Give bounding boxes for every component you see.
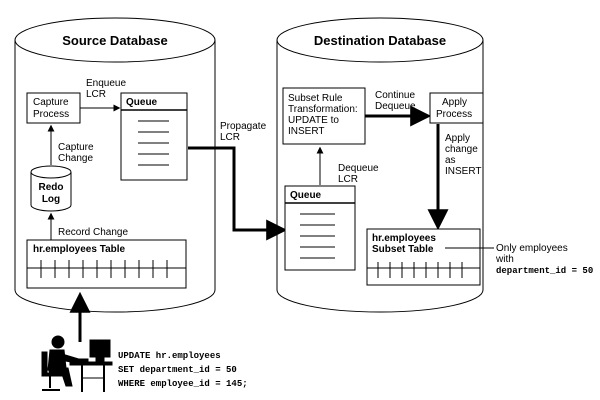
svg-text:Process: Process	[436, 109, 472, 120]
svg-text:with: with	[495, 254, 514, 265]
enqueue-label: Enqueue	[86, 78, 126, 89]
subset-rule-box: Subset Rule Transformation: UPDATE to IN…	[282, 87, 366, 145]
svg-text:Capture: Capture	[33, 97, 69, 108]
sql-line-3: WHERE employee_id = 145;	[118, 379, 248, 389]
svg-text:Log: Log	[42, 194, 60, 205]
annotation-text: Only employees	[496, 243, 568, 254]
source-database-title: Source Database	[62, 33, 168, 48]
propagate-label: Propagate	[220, 121, 267, 132]
svg-text:Dequeue: Dequeue	[375, 101, 416, 112]
svg-text:Redo: Redo	[39, 182, 64, 193]
svg-text:Change: Change	[58, 153, 93, 164]
svg-text:INSERT: INSERT	[445, 166, 482, 177]
svg-text:Subset Rule: Subset Rule	[288, 93, 343, 104]
record-change-label: Record Change	[58, 227, 128, 238]
dequeue-label: Dequeue	[338, 163, 379, 174]
sql-line-1: UPDATE hr.employees	[118, 351, 221, 361]
svg-text:LCR: LCR	[86, 89, 106, 100]
svg-text:hr.employees Table: hr.employees Table	[33, 244, 126, 255]
svg-text:Transformation:: Transformation:	[288, 104, 358, 115]
apply-change-label: Apply	[445, 133, 470, 144]
svg-text:as: as	[445, 155, 456, 166]
user-at-computer-icon	[41, 335, 113, 392]
svg-text:UPDATE to: UPDATE to	[288, 115, 339, 126]
svg-text:change: change	[445, 144, 478, 155]
svg-text:Queue: Queue	[290, 190, 322, 201]
destination-database-title: Destination Database	[314, 33, 446, 48]
capture-change-label: Capture	[58, 142, 94, 153]
destination-queue: Queue	[284, 185, 356, 271]
svg-text:LCR: LCR	[338, 174, 358, 185]
svg-text:Subset Table: Subset Table	[372, 244, 434, 255]
source-queue: Queue	[120, 92, 188, 181]
svg-text:INSERT: INSERT	[288, 126, 325, 137]
svg-text:hr.employees: hr.employees	[372, 233, 436, 244]
sql-line-2: SET department_id = 50	[118, 365, 237, 375]
source-employees-table: hr.employees Table	[26, 239, 187, 289]
propagate-arrow	[188, 146, 288, 241]
redo-log-cylinder: Redo Log	[30, 165, 72, 212]
svg-text:Apply: Apply	[442, 97, 467, 108]
capture-process-box: Capture Process	[26, 92, 81, 124]
apply-process-box: Apply Process	[429, 92, 484, 124]
svg-text:Queue: Queue	[126, 97, 158, 108]
continue-dequeue-label: Continue	[375, 90, 415, 101]
annotation-code: department_id = 50	[496, 266, 593, 276]
destination-subset-table: hr.employees Subset Table	[366, 228, 481, 286]
svg-text:Process: Process	[33, 109, 69, 120]
svg-text:LCR: LCR	[220, 132, 240, 143]
